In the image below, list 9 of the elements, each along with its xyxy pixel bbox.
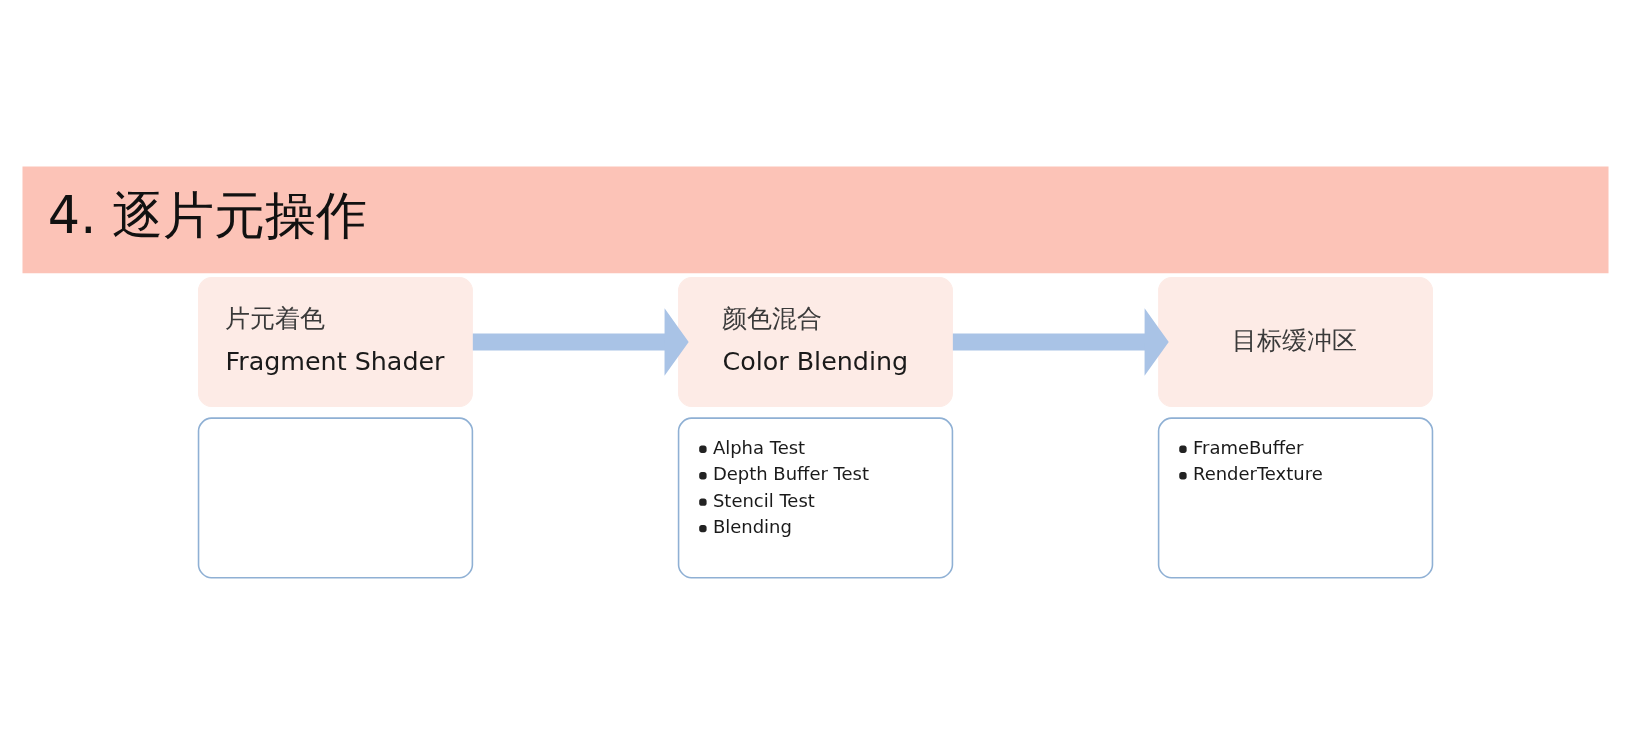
node-box: 片元着色 Fragment Shader	[198, 276, 473, 407]
diagram-title: 4. 逐片元操作	[47, 185, 368, 245]
node-box: FrameBuffer RenderTexture	[1157, 417, 1434, 579]
node-box: 目标缓冲区	[1158, 276, 1433, 407]
node-box: 颜色混合 Color Blending	[678, 276, 953, 407]
arrow	[952, 308, 1169, 376]
node-box	[197, 417, 474, 579]
node-box: Alpha Test Depth Buffer Test Stencil Test Blending	[677, 417, 954, 579]
arrow	[472, 308, 689, 376]
